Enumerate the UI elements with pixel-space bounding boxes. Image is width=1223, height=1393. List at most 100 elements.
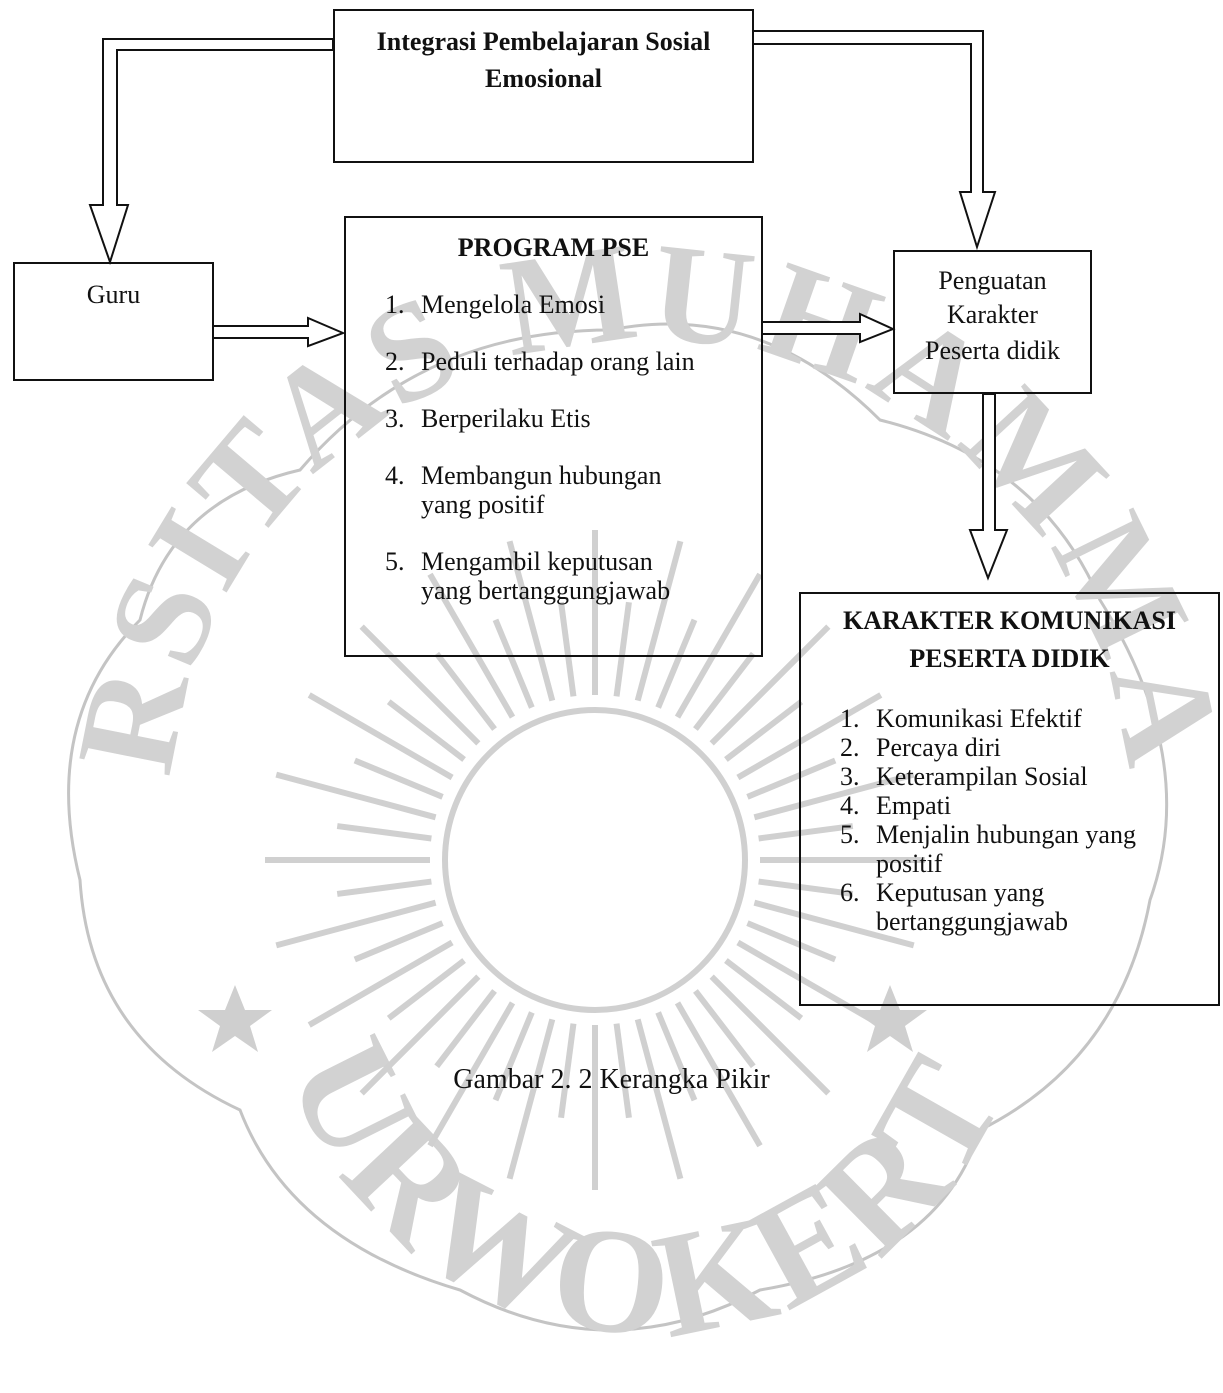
- guru-box: [13, 262, 214, 381]
- watermark-sun-ray: [655, 618, 698, 709]
- karakter-list-item-text: Keputusan yang: [876, 878, 1045, 907]
- pse-list-item-number: 3.: [385, 404, 405, 433]
- watermark-sun-ray: [386, 699, 466, 762]
- karakter-list-item-number: 2.: [840, 733, 860, 762]
- watermark-sun-ray: [336, 823, 432, 842]
- watermark-sun-ray: [336, 878, 432, 897]
- integrasi-box: [333, 9, 754, 163]
- watermark-sun-ray: [753, 771, 915, 821]
- arrow-penguatan-to-karakter: [968, 393, 1009, 581]
- watermark-sun-ray: [427, 1001, 516, 1148]
- watermark-sun-ray: [275, 899, 437, 949]
- karakter-list-item-number: 3.: [840, 762, 860, 791]
- watermark-sun-ray: [655, 1011, 698, 1102]
- watermark-sun-ray: [353, 920, 444, 963]
- karakter-list-item-number: 1.: [840, 704, 860, 733]
- watermark-sun-ray: [634, 1018, 684, 1180]
- watermark-sun-ray: [758, 878, 854, 897]
- guru-label: Guru: [86, 280, 141, 309]
- integrasi-title-line2: Emosional: [484, 64, 603, 93]
- karakter-list-item-number: 4.: [840, 791, 860, 820]
- watermark-sun-ray: [736, 692, 883, 781]
- pse-list-item-text: Berperilaku Etis: [421, 404, 591, 433]
- integrasi-title-line1: Integrasi Pembelajaran Sosial: [376, 27, 711, 56]
- watermark-sun-emblem: [265, 530, 925, 1190]
- watermark-sun-ray: [386, 958, 466, 1021]
- watermark-sun-ray: [613, 1023, 632, 1119]
- pse-list-item-number: 5.: [385, 547, 405, 576]
- watermark-sun-ray: [427, 572, 516, 719]
- karakter-list-item: 3. Keterampilan Sosial: [840, 762, 1210, 791]
- karakter-list-item-text: Menjalin hubungan yang: [876, 820, 1136, 849]
- watermark-sun-ray: [724, 699, 804, 762]
- pse-list-item-number: 4.: [385, 461, 405, 490]
- watermark-sun-ray: [506, 540, 556, 702]
- karakter-list-item-text-continued: bertanggungjawab: [876, 907, 1069, 936]
- watermark-sun-ray: [434, 651, 497, 731]
- karakter-list-item-number: 5.: [840, 820, 860, 849]
- watermark-sun-ray: [353, 757, 444, 800]
- penguatan-line3: Peserta didik: [924, 336, 1061, 365]
- watermark-sun-ray: [558, 601, 577, 697]
- watermark-sun-ray: [613, 601, 632, 697]
- pse-box: [344, 216, 763, 657]
- pse-list-item-text: Mengelola Emosi: [421, 290, 606, 319]
- watermark-sun-ray: [746, 757, 837, 800]
- watermark-sun-ray: [275, 771, 437, 821]
- watermark-star-right: [853, 985, 927, 1052]
- watermark-star-left: [198, 985, 272, 1052]
- arrow-top-to-guru: [88, 38, 334, 266]
- watermark-sun-ray: [709, 974, 831, 1096]
- karakter-title-line2: PESERTA DIDIK: [909, 644, 1110, 673]
- pse-list-item: 2. Peduli terhadap orang lain: [385, 347, 755, 376]
- pse-list-item-number: 1.: [385, 290, 405, 319]
- watermark-sun-ray: [746, 920, 837, 963]
- karakter-list: 1. Komunikasi Efektif 2. Percaya diri 3. Kete…: [840, 704, 1210, 936]
- karakter-list-item-text: Keterampilan Sosial: [876, 762, 1088, 791]
- pse-list-item-number: 2.: [385, 347, 405, 376]
- watermark-sun-ray: [506, 1018, 556, 1180]
- watermark-sun-ray: [674, 1001, 763, 1148]
- figure-caption: Gambar 2. 2 Kerangka Pikir: [453, 1064, 770, 1095]
- pse-list-item-text-continued: yang positif: [421, 490, 545, 519]
- watermark-sun-ray: [359, 624, 481, 746]
- arrow-pse-to-penguatan: [761, 312, 896, 344]
- karakter-list-item-text-continued: positif: [876, 849, 943, 878]
- watermark-sun-ray: [758, 823, 854, 842]
- pse-list-item: 1. Mengelola Emosi: [385, 290, 755, 319]
- watermark-sun-ray: [307, 692, 454, 781]
- arrow-guru-to-pse: [212, 316, 346, 348]
- karakter-title-line1: KARAKTER KOMUNIKASI: [843, 606, 1176, 635]
- pse-list-item: 3. Berperilaku Etis: [385, 404, 755, 433]
- karakter-list-item: 1. Komunikasi Efektif: [840, 704, 1210, 733]
- watermark-sun-ray: [359, 974, 481, 1096]
- karakter-list-item-text: Percaya diri: [876, 733, 1001, 762]
- karakter-list-item: 2. Percaya diri: [840, 733, 1210, 762]
- pse-list-item-text-continued: yang bertanggungjawab: [421, 576, 671, 605]
- pse-list-item-text: Peduli terhadap orang lain: [421, 347, 695, 376]
- watermark-sun-ray: [492, 1011, 535, 1102]
- karakter-list-item-number: 6.: [840, 878, 860, 907]
- watermark-sun-ray: [434, 989, 497, 1069]
- pse-title: PROGRAM PSE: [457, 233, 650, 262]
- arrow-top-to-penguatan: [752, 30, 997, 251]
- watermark-sun-ray: [492, 618, 535, 709]
- watermark-sun-ray: [753, 899, 915, 949]
- watermark-outer-border: [67, 322, 1169, 1332]
- karakter-list-item-text: Komunikasi Efektif: [876, 704, 1082, 733]
- penguatan-line1: Penguatan: [938, 266, 1047, 295]
- watermark-sun-ray: [693, 651, 756, 731]
- penguatan-box: [893, 250, 1092, 394]
- karakter-list-item: 4. Empati: [840, 791, 1210, 820]
- watermark-sun-ray: [307, 939, 454, 1028]
- karakter-list-item-text: Empati: [876, 791, 952, 820]
- watermark-sun-ray: [634, 540, 684, 702]
- watermark-sun-ray: [693, 989, 756, 1069]
